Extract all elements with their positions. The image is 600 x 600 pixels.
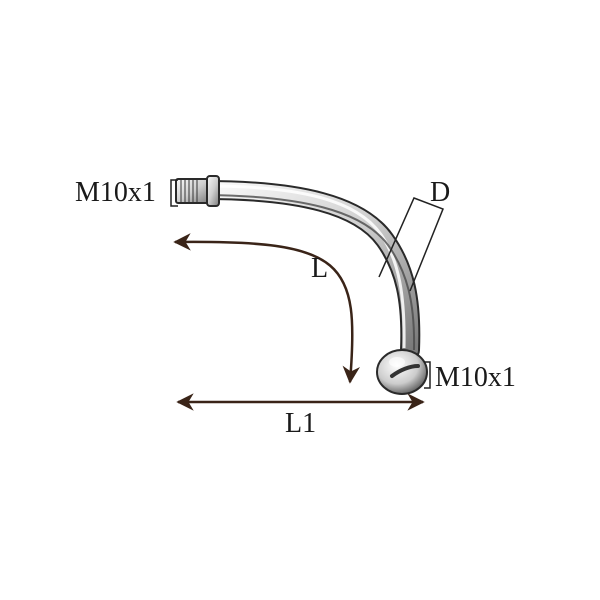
diameter-label: D [430, 177, 451, 208]
pipe-body [195, 180, 421, 360]
thread-left-label: M10x1 [75, 177, 156, 208]
length-curve-label: L [311, 253, 329, 284]
thread-bracket-right [424, 361, 431, 389]
thread-right-label: M10x1 [435, 362, 516, 393]
length-horizontal-label: L1 [285, 408, 317, 439]
thread-bracket-left [170, 179, 178, 207]
length-curve-arrow [173, 233, 361, 384]
ball-end [376, 349, 428, 395]
left-threaded-end [175, 175, 220, 207]
diameter-indicator [378, 197, 444, 292]
